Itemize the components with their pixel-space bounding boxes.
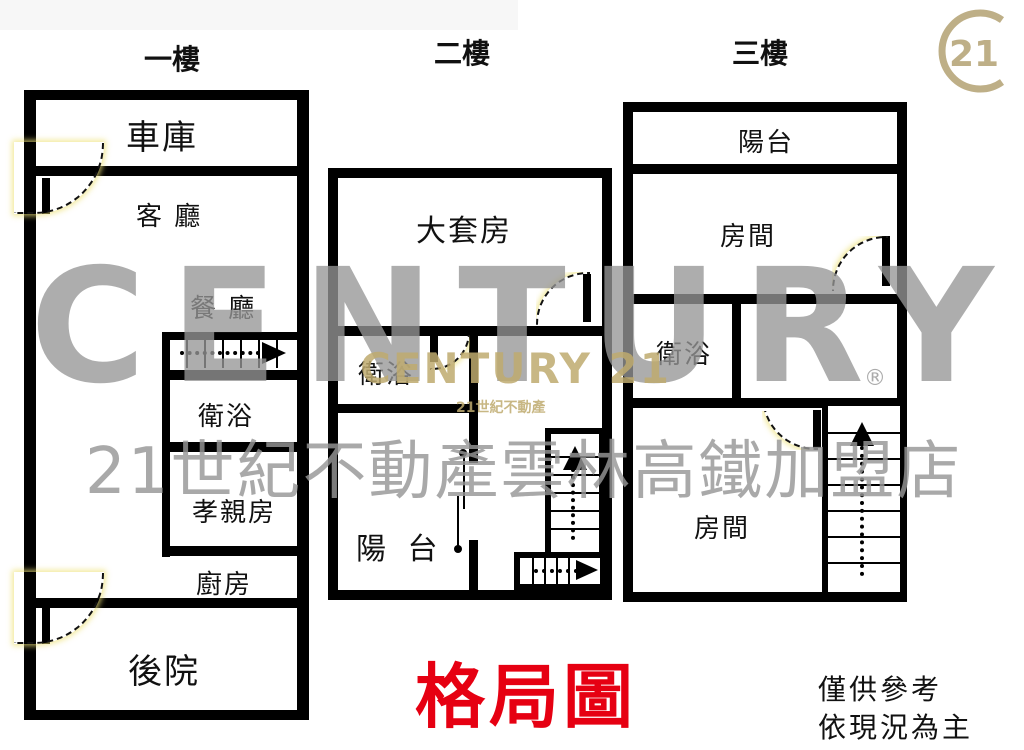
room-backyard: 後院 xyxy=(128,652,200,692)
floor-2-title: 二樓 xyxy=(433,37,490,70)
watermark-small-brand: CENTURY 21 xyxy=(360,344,671,393)
room-elder-room: 孝親房 xyxy=(192,498,277,528)
stair-arrow-icon xyxy=(262,342,286,364)
door-swing-icon xyxy=(14,142,104,214)
floor-3-stairs xyxy=(822,406,900,592)
floor-2-stairs-landing xyxy=(514,552,606,590)
door-swing-icon xyxy=(14,572,104,644)
stair-arrow-icon xyxy=(850,422,874,446)
floor-3-title: 三樓 xyxy=(731,37,788,70)
watermark-small-sub: 21世紀不動產 xyxy=(456,400,546,416)
floor-1-title: 一樓 xyxy=(143,43,200,76)
top-gray-band xyxy=(0,0,518,30)
room-bathroom-3f: 衛浴 xyxy=(656,340,713,370)
disclaimer-line-2: 依現況為主 xyxy=(818,711,974,744)
room-bathroom-2f: 衛浴 xyxy=(358,360,415,390)
watermark-registered: ® xyxy=(864,366,886,391)
century21-logo-icon: 21 xyxy=(938,9,1005,93)
room-bathroom: 衛浴 xyxy=(198,402,255,432)
room-balcony-2f: 陽 台 xyxy=(356,532,444,567)
stair-arrow-icon xyxy=(563,446,587,470)
room-balcony-3f: 陽台 xyxy=(738,128,795,158)
room-living-room: 客 廳 xyxy=(136,202,203,232)
room-master-suite: 大套房 xyxy=(416,214,512,249)
watermark-brand: CENTURY 21 xyxy=(30,235,1024,419)
watermark-branch: 21世紀不動產雲林高鐵加盟店 xyxy=(85,435,963,509)
room-kitchen: 廚房 xyxy=(196,570,253,600)
stair-arrow-icon xyxy=(576,560,598,580)
room-garage: 車庫 xyxy=(126,118,198,158)
page-title: 格局圖 xyxy=(415,656,637,738)
room-dining-room: 餐 廳 xyxy=(190,294,257,324)
svg-text:21: 21 xyxy=(949,34,999,75)
floor-2-stairs-up xyxy=(545,428,605,566)
floor-1-stairs xyxy=(168,338,290,368)
disclaimer-line-1: 僅供參考 xyxy=(818,673,943,706)
room-bedroom-front: 房間 xyxy=(720,222,777,252)
room-bedroom-back: 房間 xyxy=(694,514,751,544)
